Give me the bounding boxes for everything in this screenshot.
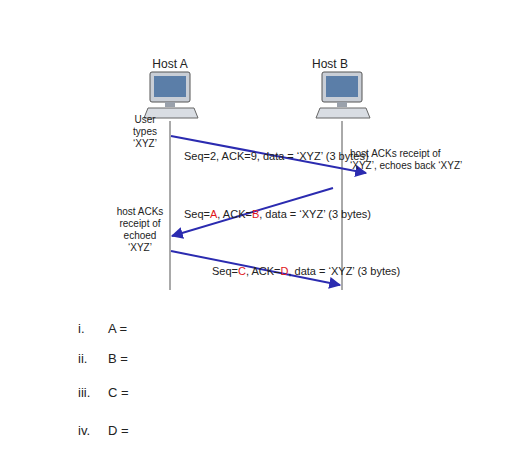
host-b-computer [316,72,370,118]
host-a-computer [144,72,198,118]
segment-label: Seq=2, ACK=9, data = ‘XYZ’ (3 bytes) [184,150,369,163]
event-note: host ACKs receipt of ‘XYZ’, echoes back … [350,148,466,172]
host-name: Host A [140,57,200,71]
host-name: Host B [300,57,360,71]
question-number: i. [78,321,85,336]
question-item: D = [108,423,129,438]
question-number: iii. [78,385,90,400]
event-note: host ACKs receipt of echoed ‘XYZ’ [114,206,166,254]
timeline-a [170,121,171,290]
question-item: A = [108,321,127,336]
question-item: C = [108,385,129,400]
question-number: iv. [78,423,90,438]
segment-label: Seq=A, ACK=B, data = ‘XYZ’ (3 bytes) [184,208,371,221]
timeline-b [342,121,343,290]
segment-label: Seq=C, ACK=D, data = ‘XYZ’ (3 bytes) [212,265,400,278]
question-item: B = [108,351,128,366]
event-note: User types ‘XYZ’ [124,114,166,150]
question-number: ii. [78,351,87,366]
